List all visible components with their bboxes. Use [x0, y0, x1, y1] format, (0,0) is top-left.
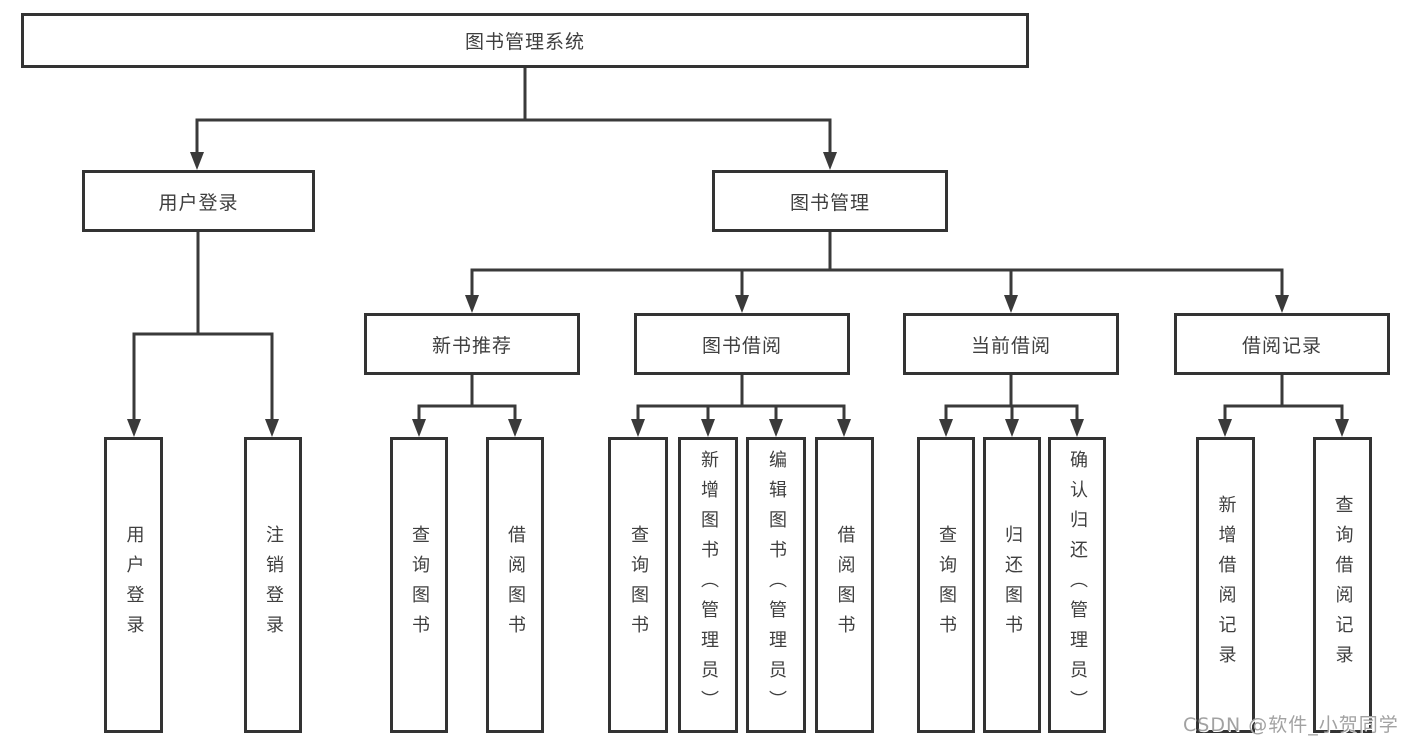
node-new-book-recommend: 新书推荐 — [364, 313, 580, 375]
leaf-user-login: 用户登录 — [104, 437, 163, 733]
node-current-borrow: 当前借阅 — [903, 313, 1119, 375]
node-book-borrow: 图书借阅 — [634, 313, 850, 375]
node-user-login: 用户登录 — [82, 170, 315, 232]
leaf-confirm-return-admin: 确认归还（管理员） — [1048, 437, 1106, 733]
leaf-add-book-admin: 新增图书（管理员） — [678, 437, 738, 733]
csdn-watermark: CSDN @软件_小贺同学 — [1183, 714, 1399, 736]
node-borrow-records: 借阅记录 — [1174, 313, 1390, 375]
node-book-management: 图书管理 — [712, 170, 948, 232]
leaf-borrow-book-recommend: 借阅图书 — [486, 437, 544, 733]
leaf-borrow-book: 借阅图书 — [815, 437, 874, 733]
leaf-query-book-recommend: 查询图书 — [390, 437, 448, 733]
leaf-return-book: 归还图书 — [983, 437, 1041, 733]
leaf-query-book-current: 查询图书 — [917, 437, 975, 733]
leaf-add-borrow-record: 新增借阅记录 — [1196, 437, 1255, 733]
node-root: 图书管理系统 — [21, 13, 1029, 68]
leaf-query-book-borrow: 查询图书 — [608, 437, 668, 733]
leaf-edit-book-admin: 编辑图书（管理员） — [746, 437, 806, 733]
leaf-logout: 注销登录 — [244, 437, 302, 733]
arrowheads — [127, 152, 1349, 437]
leaf-query-borrow-record: 查询借阅记录 — [1313, 437, 1372, 733]
